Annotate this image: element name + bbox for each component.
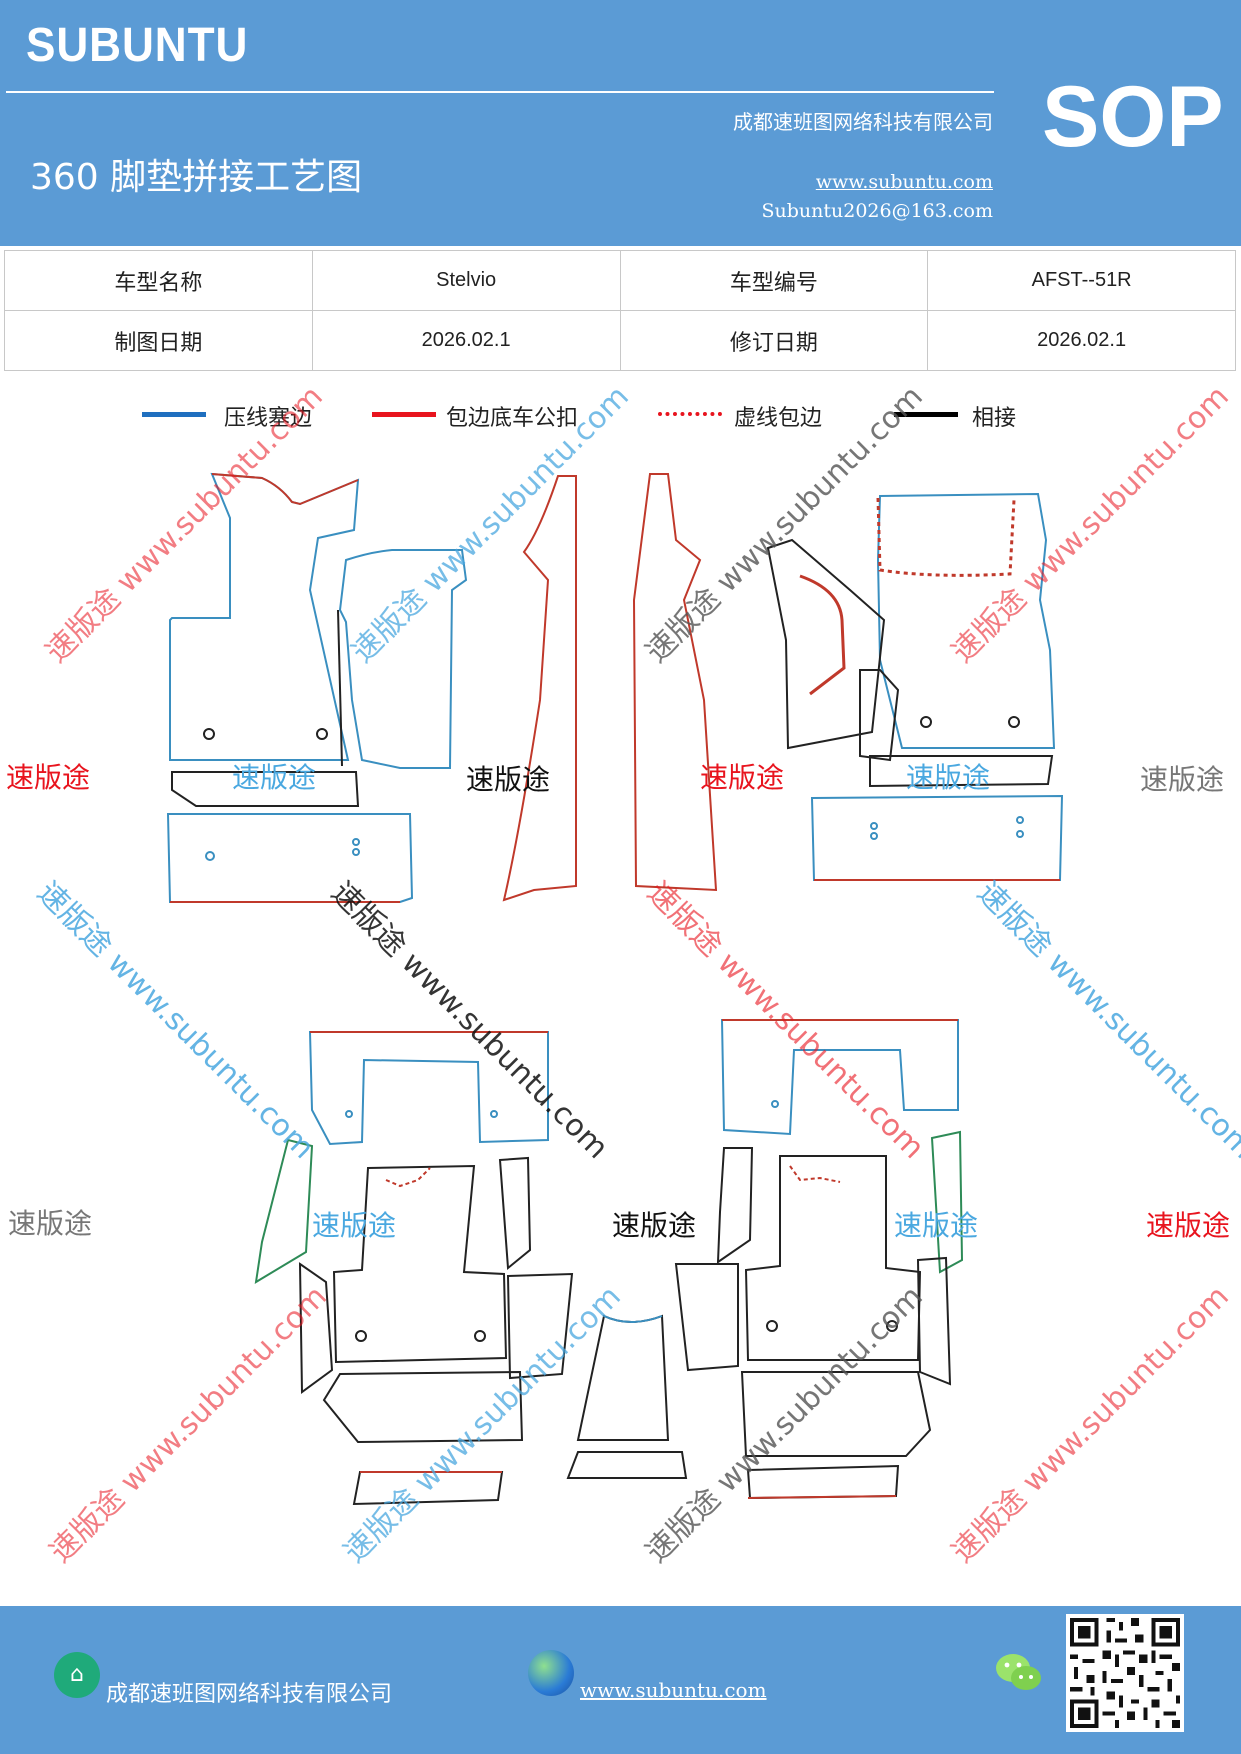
rear-right-mat-assembly [674, 1019, 964, 1500]
rear-left-mat-assembly [254, 1031, 574, 1506]
legend-swatch [894, 412, 958, 417]
watermark-label: 速版途 [8, 1207, 93, 1240]
header-banner: SUBUNTU 360 脚垫拼接工艺图 成都速班图网络科技有限公司 www.su… [0, 0, 1241, 246]
footer-company-name: 成都速班图网络科技有限公司 [106, 1682, 393, 1707]
draw-date-value: 2026.02.1 [311, 310, 621, 371]
legend-swatch [142, 412, 206, 417]
draw-date-label: 制图日期 [4, 310, 313, 371]
model-name-value: Stelvio [311, 250, 621, 311]
revise-date-value: 2026.02.1 [927, 310, 1236, 371]
globe-icon [528, 1650, 574, 1696]
company-name: 成都速班图网络科技有限公司 [733, 110, 993, 134]
footer-banner: ⌂ 成都速班图网络科技有限公司 www.subuntu.com [0, 1606, 1241, 1754]
model-code-value: AFST--51R [927, 250, 1236, 311]
footer-website-link[interactable]: www.subuntu.com [580, 1678, 767, 1702]
passenger-front-mat [766, 492, 1064, 881]
home-icon: ⌂ [54, 1652, 100, 1698]
vehicle-info-table: 车型名称 Stelvio 车型编号 AFST--51R 制图日期 2026.02… [4, 250, 1236, 371]
side-sill-strips [502, 473, 718, 902]
watermark-label: 速版途 [466, 763, 551, 796]
driver-front-mat [166, 472, 468, 903]
watermark-label: 速版途 [6, 761, 91, 794]
model-name-label: 车型名称 [4, 250, 313, 311]
email-address[interactable]: Subuntu2026@163.com [761, 200, 993, 222]
legend-label: 包边底车公扣 [446, 406, 579, 431]
watermark-label: 速版途 [312, 1209, 397, 1242]
legend-swatch [372, 412, 436, 417]
brand-logo: SUBUNTU [26, 19, 249, 72]
watermark-label: 速版途 [894, 1209, 979, 1242]
watermark-label: 速版途 [232, 761, 317, 794]
legend-label: 相接 [972, 406, 1017, 431]
table-row: 制图日期 2026.02.1 修订日期 2026.02.1 [4, 310, 1236, 371]
table-row: 车型名称 Stelvio 车型编号 AFST--51R [4, 250, 1236, 311]
watermark-label: 速版途 [612, 1209, 697, 1242]
revise-date-label: 修订日期 [619, 310, 929, 371]
document-title: 360 脚垫拼接工艺图 [30, 157, 363, 198]
legend-swatch [658, 412, 722, 416]
watermark-label: 速版途 [700, 761, 785, 794]
watermark-label: 速版途 [906, 761, 991, 794]
legend-label: 虚线包边 [734, 406, 823, 431]
website-link[interactable]: www.subuntu.com [815, 171, 993, 193]
center-tunnel-mats [566, 1314, 688, 1479]
wechat-icon[interactable] [994, 1650, 1044, 1696]
legend-label: 压线塞边 [224, 406, 313, 431]
qr-code[interactable] [1066, 1614, 1184, 1732]
watermark-label: 速版途 [1140, 763, 1225, 796]
watermark-label: 速版途 [1146, 1209, 1231, 1242]
model-code-label: 车型编号 [619, 250, 929, 311]
sop-badge: SOP [1042, 69, 1224, 165]
header-divider [6, 91, 994, 93]
